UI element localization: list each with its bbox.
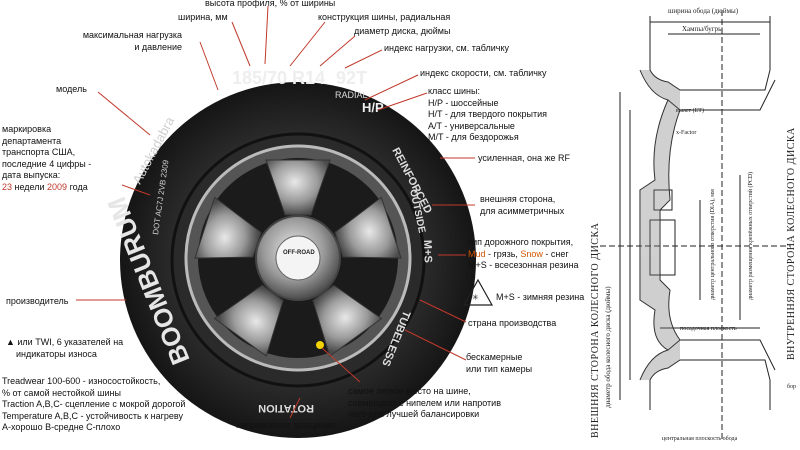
label-lightest-spot: самое легкое место на шине, совмещают с … xyxy=(348,386,501,419)
label-rim-diameter: диаметр обода колесного диска (дюймы) xyxy=(604,286,612,408)
hub-cap xyxy=(275,235,321,281)
load-speed-text: 92T xyxy=(336,68,367,88)
label-inner-side: ВНУТРЕННЯЯ СТОРОНА КОЛЕСНОГО ДИСКА xyxy=(786,127,797,360)
label-width: ширина, мм xyxy=(178,12,228,22)
lightest-spot-dot xyxy=(316,341,324,349)
ms-text: M+S xyxy=(421,240,434,263)
label-dot-marking: маркировка департамента транспорта США, … xyxy=(2,124,92,192)
label-country: страна производства xyxy=(468,318,557,328)
label-treadwear: Treadwear 100-600 - износостойкость, % о… xyxy=(2,376,186,432)
leader-lines xyxy=(76,5,475,419)
radial-text: RADIAL xyxy=(335,90,368,100)
label-dia: диаметр центрального отверстия (DIA), мм xyxy=(710,189,716,300)
label-tubeless: бескамерные или тип камеры xyxy=(466,352,533,374)
label-twi: ▲ или TWI, 6 указателей на индикаторы из… xyxy=(6,337,124,359)
rotation-text: ROTATION xyxy=(258,402,314,414)
label-profile-height: высота профиля, % от ширины xyxy=(205,0,336,8)
winter-mountain-icon: ✳ xyxy=(462,278,494,306)
label-tire-class: класс шины: H/P - шоссейные H/T - для тв… xyxy=(428,86,547,142)
svg-text:✳: ✳ xyxy=(472,293,479,302)
wheel-logo-text: OFF-ROAD xyxy=(283,250,315,256)
label-load-index: индекс нагрузки, см. табличку xyxy=(384,43,510,53)
label-outer-side: ВНЕШНЯЯ СТОРОНА КОЛЕСНОГО ДИСКА xyxy=(590,222,601,438)
label-mounting-plane: посадочная плоскость xyxy=(680,326,737,332)
label-reinforced: усиленная, она же RF xyxy=(478,153,571,163)
label-model: модель xyxy=(56,84,87,94)
label-humps: Хампы/бугры xyxy=(682,25,723,33)
rim-hatching xyxy=(640,70,680,380)
tread-type-text: H/P xyxy=(362,100,384,115)
label-center-plane: центральная плоскость обода xyxy=(662,436,738,442)
tire-size-text: 185/70 R14 xyxy=(232,68,325,88)
label-outside: внешняя сторона, для асимметричных xyxy=(480,194,565,216)
label-x-factor: x-Factor xyxy=(676,130,697,136)
label-road-type: тип дорожного покрытия, Mud - грязь, Sno… xyxy=(468,237,579,270)
label-construction: конструкция шины, радиальная xyxy=(318,12,451,22)
label-winter: M+S - зимняя резина xyxy=(496,292,585,302)
label-pcd: диаметр размещения крепёжных отверстий (… xyxy=(748,171,754,300)
label-speed-index: индекс скорости, см. табличку xyxy=(420,68,547,78)
label-max-load: максимальная нагрузка и давление xyxy=(82,30,182,52)
rim-spokes xyxy=(194,159,402,357)
label-rim-width: ширина обода (дюймы) xyxy=(668,7,739,15)
rim-outline xyxy=(600,10,790,440)
label-offset: вылет (ET) xyxy=(676,108,704,114)
label-manufacturer: производитель xyxy=(6,296,69,306)
label-diameter: диаметр диска, дюймы xyxy=(354,26,451,36)
label-side-b: бор xyxy=(787,384,797,390)
label-rotation: направление вращения xyxy=(236,420,336,430)
